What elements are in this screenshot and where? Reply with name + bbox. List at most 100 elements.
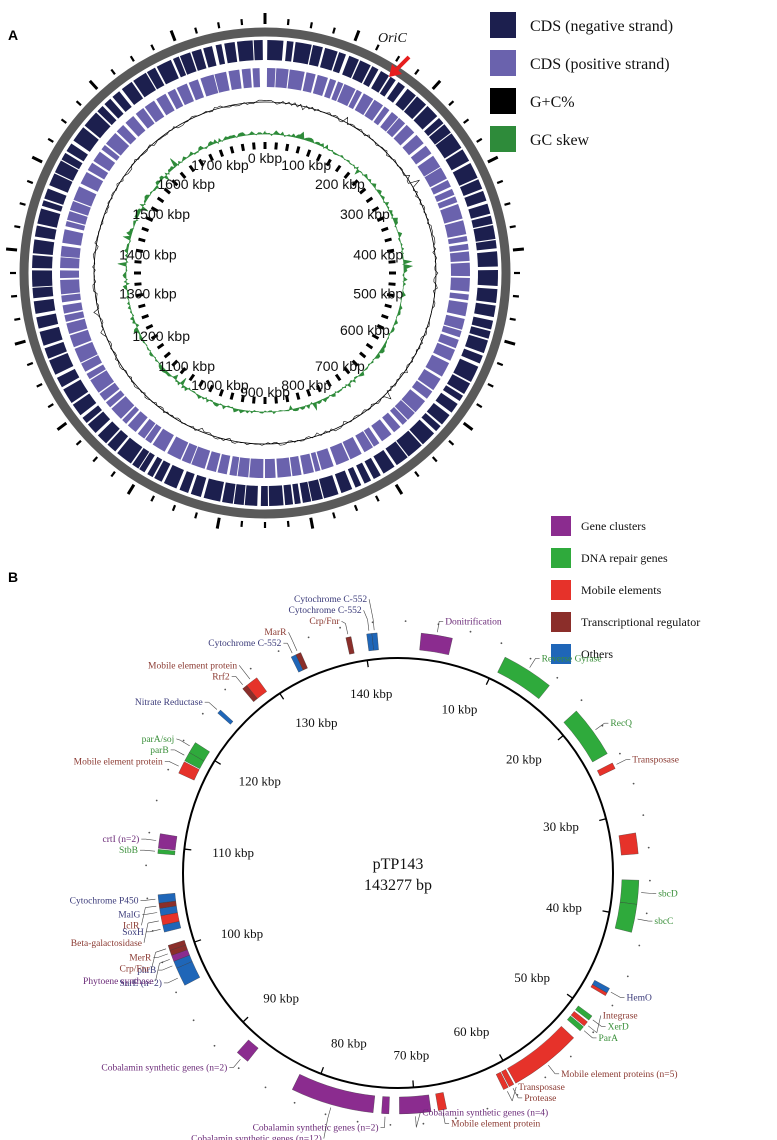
outer-tick bbox=[215, 517, 221, 529]
outer-tick bbox=[414, 68, 420, 75]
kbp-tick bbox=[602, 910, 610, 913]
outer-tick bbox=[36, 383, 43, 388]
scale-tick bbox=[218, 149, 224, 157]
inner-scale-ticks bbox=[134, 142, 396, 404]
cds-gene bbox=[137, 418, 156, 439]
legend-label: G+C% bbox=[530, 94, 575, 111]
gc-content-track bbox=[92, 99, 439, 446]
outer-tick bbox=[504, 339, 516, 346]
cds-gene bbox=[379, 76, 396, 97]
leader-line bbox=[592, 1019, 602, 1027]
kbp-tick bbox=[566, 993, 574, 999]
feature-block bbox=[495, 1071, 509, 1090]
kbp-label: 110 kbp bbox=[212, 845, 254, 860]
cds-gene bbox=[93, 151, 116, 172]
cds-gene bbox=[471, 316, 494, 330]
cds-gene bbox=[461, 348, 483, 364]
cds-gene bbox=[292, 42, 312, 65]
kbp-label: 1500 kbp bbox=[132, 206, 190, 222]
cds-gene bbox=[97, 105, 117, 126]
kbp-label: 140 kbp bbox=[350, 686, 392, 701]
outer-tick bbox=[375, 495, 380, 502]
kbp-label: 40 kbp bbox=[546, 900, 582, 915]
feature-label: Nitrate Reductase bbox=[135, 698, 203, 708]
leader-line bbox=[548, 1065, 556, 1074]
feature-label: Crp/Fnr bbox=[309, 617, 340, 627]
cds-gene bbox=[34, 225, 57, 240]
plasmid-backbone bbox=[182, 657, 614, 1089]
cds-gene bbox=[441, 325, 462, 338]
cds-gene bbox=[389, 406, 408, 425]
scale-tick bbox=[295, 146, 301, 154]
leader-line bbox=[242, 670, 251, 680]
cds-gene bbox=[181, 442, 198, 464]
cds-gene bbox=[73, 127, 99, 152]
outer-tick bbox=[448, 100, 455, 107]
feature-label: Cobalamin synthetic genes (n=12) bbox=[191, 1134, 322, 1140]
scale-tick bbox=[343, 171, 351, 179]
feature-label: crtI (n=2) bbox=[103, 834, 140, 845]
feature-block bbox=[501, 1069, 515, 1088]
feature-label: Cobalamin synthetic genes (n=2) bbox=[101, 1063, 227, 1074]
dot-tick bbox=[580, 699, 583, 702]
scale-tick bbox=[179, 367, 187, 375]
feature-label: Donitrification bbox=[445, 616, 502, 627]
cds-gene bbox=[385, 441, 408, 466]
scale-tick bbox=[240, 394, 245, 403]
cds-gene bbox=[66, 318, 88, 334]
outer-tick bbox=[150, 495, 155, 502]
legend-swatch bbox=[551, 580, 571, 600]
cds-gene bbox=[167, 88, 184, 110]
outer-tick bbox=[496, 361, 504, 367]
outer-tick bbox=[240, 18, 244, 26]
legend-label: Others bbox=[581, 647, 613, 661]
cds-gene bbox=[67, 211, 88, 225]
leader-line bbox=[180, 739, 190, 747]
cds-gene bbox=[337, 84, 356, 107]
dot-tick bbox=[148, 831, 151, 834]
plasmid-scale-ticks bbox=[184, 660, 610, 1088]
legend-label: CDS (positive strand) bbox=[530, 56, 670, 73]
outer-tick bbox=[5, 247, 18, 252]
scale-tick bbox=[218, 389, 224, 397]
scale-tick bbox=[188, 373, 196, 382]
cds-gene bbox=[61, 152, 83, 170]
leader-line bbox=[238, 665, 244, 671]
scale-tick bbox=[351, 179, 359, 187]
cds-gene bbox=[122, 406, 140, 424]
scale-tick bbox=[334, 373, 342, 382]
feature-block bbox=[497, 656, 550, 700]
dot-tick bbox=[224, 688, 227, 691]
cds-gene bbox=[215, 44, 226, 65]
cds-gene bbox=[444, 220, 467, 238]
dot-tick bbox=[167, 768, 170, 771]
cds-gene bbox=[382, 412, 401, 433]
cds-gene bbox=[214, 71, 230, 93]
cds-gene bbox=[387, 82, 405, 103]
scale-tick bbox=[208, 384, 214, 393]
scale-tick bbox=[171, 179, 179, 187]
scale-tick bbox=[316, 153, 322, 162]
cds-gene bbox=[268, 485, 284, 506]
kbp-label: 1400 kbp bbox=[119, 247, 177, 263]
cds-gene bbox=[60, 245, 81, 258]
cds-gene bbox=[443, 314, 465, 330]
cds-gene bbox=[64, 311, 85, 322]
cds-gene bbox=[468, 203, 491, 219]
cds-gene bbox=[73, 186, 97, 207]
cds-gene bbox=[60, 279, 81, 295]
feature-block bbox=[295, 652, 308, 671]
cds-gene bbox=[146, 67, 165, 90]
scale-tick bbox=[381, 226, 389, 232]
cds-gene bbox=[133, 72, 157, 98]
cds-gene bbox=[477, 269, 499, 286]
feature-block bbox=[614, 902, 638, 933]
cds-gene bbox=[433, 342, 456, 361]
feature-block bbox=[157, 893, 176, 904]
feature-label: XerD bbox=[608, 1023, 629, 1033]
cds-gene bbox=[469, 326, 491, 339]
kbp-tick bbox=[242, 1016, 249, 1023]
kbp-label: 500 kbp bbox=[353, 285, 403, 301]
